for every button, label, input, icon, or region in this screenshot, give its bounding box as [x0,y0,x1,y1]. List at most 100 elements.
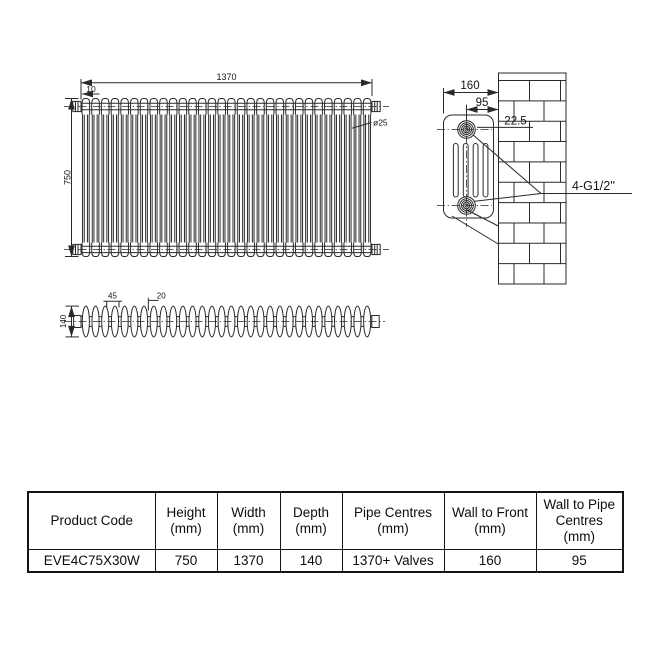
side-column-slot [482,143,489,198]
column-top-cap [168,98,178,115]
column-bottom-cap [324,242,333,257]
column-top-cap [285,98,294,115]
value-depth: 140 [279,549,343,573]
header-unit: (mm) [377,521,409,536]
column-top-cap [294,98,304,115]
column-top-cap [139,98,149,115]
column-bottom-cap [304,242,314,257]
column-top-cap [362,98,372,115]
value-wall-to-front: 160 [443,549,537,573]
connections-label: 4-G1/2'' [572,179,615,193]
header-unit: (mm) [474,521,506,536]
column-top-cap [120,98,129,115]
column-top-cap [353,98,362,115]
column-bottom-cap [168,242,178,257]
header-unit: (mm) [170,521,202,536]
radiator-side-profile [443,114,494,219]
side-column-slot [472,143,479,198]
column-bottom-cap [130,242,139,257]
column-top-cap [246,98,256,115]
front-inset-label: 10 [86,84,96,94]
header-wall-to-pipe-centres: Wall to Pipe Centres(mm) [535,491,624,550]
column-bottom-cap [217,242,226,257]
header-unit: (mm) [232,521,265,536]
header-label: Wall to Pipe Centres [543,497,616,528]
column-top-cap [149,98,159,115]
value-width: 1370 [216,549,281,573]
column-bottom-cap [120,242,129,257]
column-top-cap [314,98,323,115]
column-bottom-cap [285,242,294,257]
column-bottom-cap [236,242,246,257]
column-top-cap [304,98,314,115]
column-top-cap [100,98,110,115]
column-bottom-cap [100,242,110,257]
column-top-cap [197,98,207,115]
header-product-code: Product Code [27,491,156,550]
spec-row: EVE4C75X30W 750 1370 140 1370+ Valves 16… [27,549,624,573]
value-product-code: EVE4C75X30W [27,549,156,573]
plan-depth-label: 140 [59,314,68,328]
header-pipe-centres: Pipe Centres(mm) [341,491,445,550]
side-view-dimensions: 160 95 22.5 4-G1/2'' [443,80,632,245]
column-top-cap [130,98,139,115]
column-top-cap [265,98,275,115]
wall-to-pipe-label: 95 [476,97,489,109]
header-unit: (mm) [563,529,595,544]
wall [498,72,567,285]
column-bottom-cap [256,242,265,257]
column-top-cap [343,98,353,115]
offset-label: 22.5 [504,116,526,128]
leader-line [351,122,372,129]
column-top-cap [110,98,120,115]
section-pitch-label: 45 [108,292,117,301]
column-bottom-cap [294,242,304,257]
header-depth: Depth(mm) [279,491,343,550]
header-label: Depth [292,505,330,520]
column-bottom-cap [149,242,159,257]
column-bottom-cap [343,242,353,257]
column-top-cap [188,98,197,115]
front-view-dimensions: 1370 10 750 ø25 [63,72,388,257]
drawing-canvas: 1370 10 750 ø25 140 45 20 160 95 22.5 [59,72,632,338]
column-bottom-cap [188,242,197,257]
value-pipe-centres: 1370+ Valves [341,549,445,573]
column-top-cap [159,98,168,115]
value-height: 750 [154,549,218,573]
column-bottom-cap [81,242,91,257]
column-bottom-cap [197,242,207,257]
column-top-cap [81,98,91,115]
header-label: Pipe Centres [353,505,433,520]
column-pitch-label: 20 [157,292,166,301]
header-label: Width [231,505,266,520]
header-wall-to-front: Wall to Front(mm) [443,491,537,550]
column-bottom-cap [353,242,362,257]
side-column-slot [452,143,459,198]
column-bottom-cap [139,242,149,257]
column-bottom-cap [159,242,168,257]
column-bottom-cap [362,242,372,257]
column-top-cap [217,98,226,115]
column-top-cap [91,98,100,115]
header-label: Product Code [50,513,134,528]
plan-view-dimensions: 140 45 20 [59,292,166,338]
column-bottom-cap [265,242,275,257]
leader-line [472,134,542,194]
column-top-cap [333,98,343,115]
side-column-slot [462,143,469,198]
column-bottom-cap [227,242,236,257]
column-bottom-cap [275,242,285,257]
spec-header-row: Product Code Height(mm) Width(mm) Depth(… [27,491,624,550]
column-bottom-cap [91,242,100,257]
bracket-line [466,209,499,227]
leader-line [474,193,542,202]
column-top-cap [178,98,188,115]
header-height: Height(mm) [154,491,218,550]
value-wall-to-pipe-centres: 95 [535,549,624,573]
front-height-label: 750 [63,170,73,185]
column-top-cap [256,98,265,115]
column-bottom-cap [178,242,188,257]
column-diameter-label: ø25 [373,117,388,127]
column-bottom-cap [246,242,256,257]
